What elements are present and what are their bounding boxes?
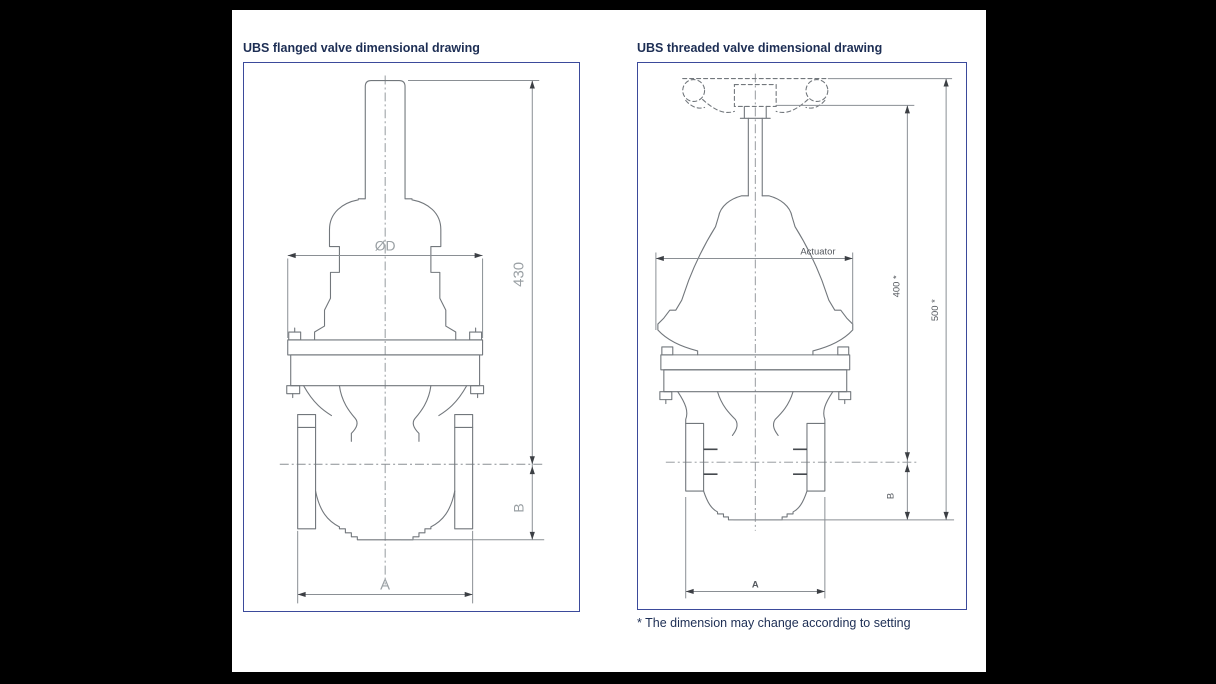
document-page: UBS flanged valve dimensional drawing xyxy=(232,10,986,672)
b-label: B xyxy=(510,503,526,512)
dimension-a: A xyxy=(685,497,826,599)
dimension-b: B xyxy=(885,452,910,499)
dimension-total-height: 430 xyxy=(408,80,540,465)
flanged-drawing-title: UBS flanged valve dimensional drawing xyxy=(243,41,480,55)
dim-400-label: 400 * xyxy=(891,275,902,297)
dimension-a: A xyxy=(297,530,474,604)
threaded-valve-drawing: Actuator 400 * B xyxy=(655,73,955,599)
dimension-500: 500 * xyxy=(733,78,955,521)
b-label: B xyxy=(885,493,896,499)
total-height-label: 430 xyxy=(511,262,527,287)
dimension-diameter: ØD xyxy=(287,238,484,338)
dimension-footnote: * The dimension may change according to … xyxy=(637,616,911,630)
diameter-label: ØD xyxy=(375,238,396,254)
thread-marks xyxy=(703,448,807,475)
flange-bolts xyxy=(659,346,852,405)
dim-500-label: 500 * xyxy=(930,299,941,321)
handwheel xyxy=(682,78,829,113)
actuator-label: Actuator xyxy=(800,246,835,257)
stem xyxy=(739,105,771,197)
threaded-valve-drawing-box: Actuator 400 * B xyxy=(637,62,967,610)
flanged-valve-drawing: ØD 430 B xyxy=(279,75,545,604)
valve-body-outline xyxy=(286,79,485,541)
a-label: A xyxy=(380,577,390,593)
flange-bolts xyxy=(286,327,485,399)
threaded-drawing-title: UBS threaded valve dimensional drawing xyxy=(637,41,883,55)
dimension-400: 400 * xyxy=(776,104,915,520)
valve-body-outline xyxy=(657,195,854,521)
a-label: A xyxy=(752,579,759,590)
flanged-valve-drawing-box: ØD 430 B xyxy=(243,62,580,612)
dimension-actuator: Actuator xyxy=(655,246,854,331)
